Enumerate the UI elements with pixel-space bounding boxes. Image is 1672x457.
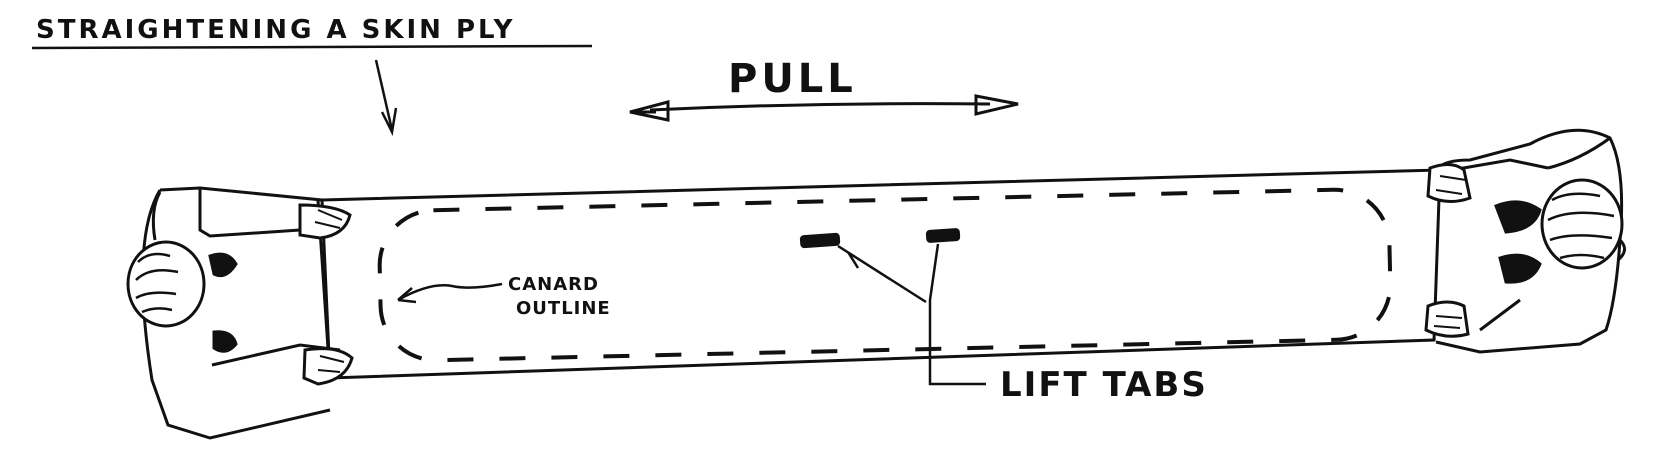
title-underline	[31, 44, 593, 50]
diagram-title: STRAIGHTENING A SKIN PLY	[36, 15, 515, 45]
left-worker-figure	[126, 186, 354, 440]
lift-tab-right	[925, 228, 961, 243]
lift-tab-left	[799, 232, 841, 249]
pointer-arrow	[374, 59, 398, 136]
right-worker-figure	[1424, 128, 1626, 354]
lift-tab-leader-lines	[837, 243, 986, 386]
pull-double-arrow	[629, 94, 1019, 122]
canard-label: CANARD	[508, 274, 599, 295]
canard-leader-line	[397, 282, 503, 304]
outline-label: OUTLINE	[516, 298, 611, 319]
lift-tabs-label: LIFT TABS	[1000, 365, 1208, 405]
pull-label: PULL	[728, 56, 857, 102]
canard-outline-dashed	[377, 187, 1393, 363]
